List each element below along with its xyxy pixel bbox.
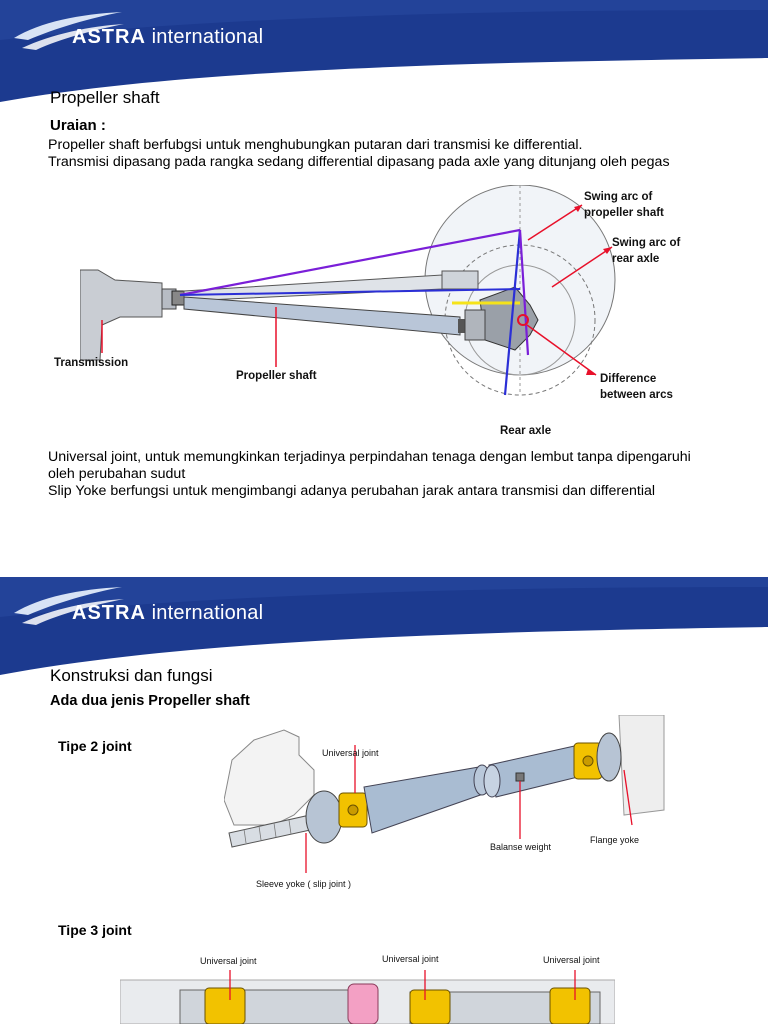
astra-logo-swoosh-icon — [14, 12, 124, 50]
slide-title: Propeller shaft — [50, 88, 160, 107]
label-universal-joint-b: Universal joint — [382, 954, 439, 964]
transmission-outline — [224, 729, 315, 826]
pointer-swing-arc-prop — [527, 204, 583, 241]
balance-weight-icon — [515, 772, 525, 782]
slide-header: ASTRA international — [0, 577, 768, 687]
label-universal-joint: Universal joint — [322, 748, 379, 758]
label-tipe-2-joint: Tipe 2 joint — [58, 738, 132, 754]
label-swing-arc-propeller: Swing arc of propeller shaft — [584, 191, 664, 219]
label-universal-joint-c: Universal joint — [543, 955, 600, 965]
flange-yoke — [596, 732, 622, 782]
propeller-shaft — [183, 296, 461, 336]
differential-outline — [618, 715, 665, 816]
joint-line-3: Slip Yoke berfungsi untuk mengimbangi ad… — [48, 483, 656, 499]
upper-shaft — [183, 274, 443, 302]
label-rear-axle: Rear axle — [500, 425, 552, 437]
slide-header: ASTRA international — [0, 0, 768, 110]
joint-line-1: Universal joint, untuk memungkinkan terj… — [48, 449, 691, 465]
purple-arc-line — [179, 228, 521, 297]
propeller-shaft-diagram — [80, 185, 616, 396]
tipe-3-joint-diagram — [120, 970, 615, 1024]
intro-paragraph: Propeller shaft berfubgsi untuk menghubu… — [48, 137, 748, 171]
slide-2: ASTRA international Konstruksi dan fungs… — [0, 577, 768, 1024]
universal-joint-b-icon — [409, 989, 451, 1024]
section-label: Uraian : — [50, 117, 106, 134]
intro-line-2: Transmisi dipasang pada rangka sedang di… — [48, 154, 670, 170]
universal-joint-c-icon — [549, 987, 591, 1024]
label-flange-yoke: Flange yoke — [590, 835, 640, 845]
astra-logo-swoosh-icon — [14, 587, 124, 625]
center-bearing-icon — [347, 983, 379, 1024]
label-swing-arc-rear-axle: Swing arc of rear axle — [612, 237, 681, 265]
transmission-body — [80, 269, 163, 361]
header-banner — [0, 0, 768, 102]
pointer-swing-arc-axle — [551, 246, 613, 288]
label-difference-between-arcs: Difference between arcs — [600, 373, 673, 401]
pointer-difference — [526, 324, 597, 376]
joint-paragraph: Universal joint, untuk memungkinkan terj… — [48, 449, 748, 500]
joint-line-2: oleh perubahan sudut — [48, 466, 186, 482]
brand-logo-text: ASTRA international — [72, 602, 264, 624]
slide-gap — [0, 560, 768, 577]
intro-line-1: Propeller shaft berfubgsi untuk menghubu… — [48, 137, 583, 153]
label-sleeve-yoke: Sleeve yoke ( slip joint ) — [256, 879, 352, 889]
universal-joint-a-icon — [204, 987, 246, 1024]
brand-logo-text: ASTRA international — [72, 26, 264, 48]
slide-1: ASTRA international Propeller shaft Urai… — [0, 0, 768, 500]
header-banner — [0, 577, 768, 675]
slide-subtitle: Ada dua jenis Propeller shaft — [50, 693, 250, 709]
slide-title: Konstruksi dan fungsi — [50, 666, 213, 685]
label-transmission: Transmission — [54, 357, 129, 369]
label-propeller-shaft: Propeller shaft — [236, 370, 317, 382]
blue-arc-line — [179, 288, 521, 296]
label-universal-joint-a: Universal joint — [200, 956, 257, 966]
label-balance-weight: Balanse weight — [490, 842, 552, 852]
label-tipe-3-joint: Tipe 3 joint — [58, 922, 132, 938]
tipe-2-joint-diagram — [224, 715, 665, 873]
sleeve-yoke-flange — [305, 790, 343, 844]
